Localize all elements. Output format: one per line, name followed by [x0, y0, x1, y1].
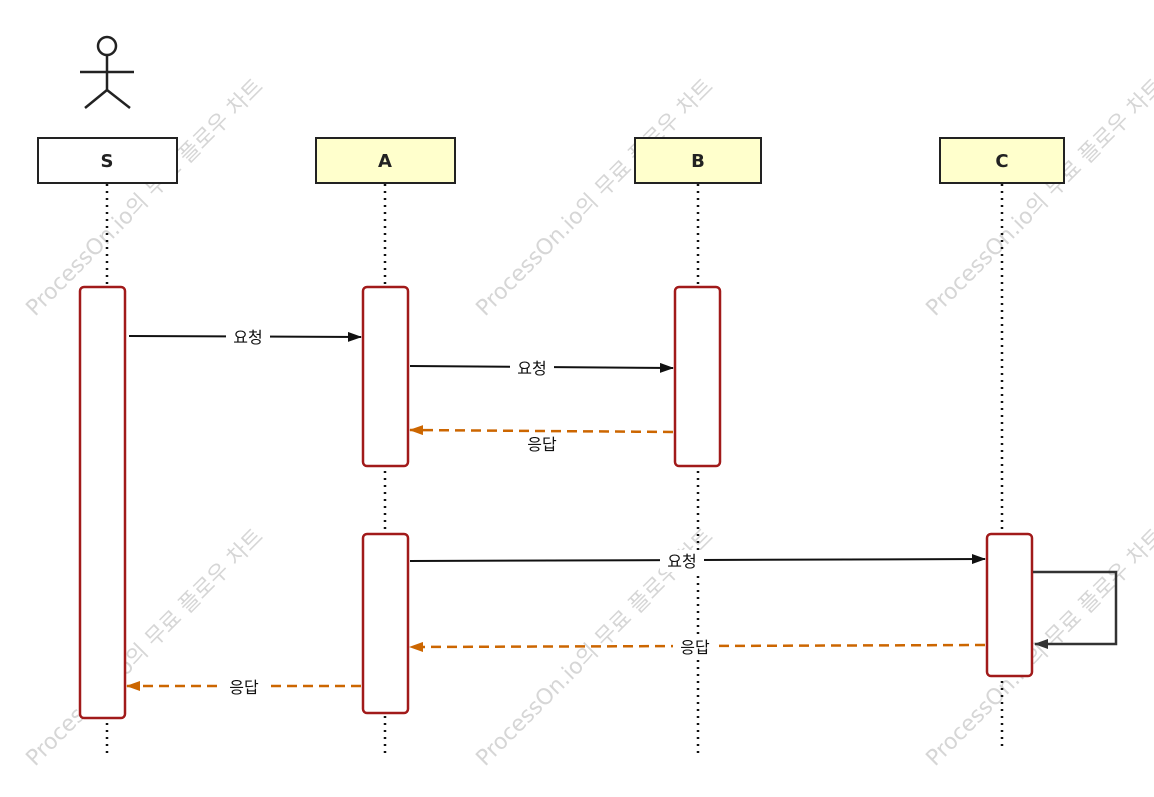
message-label: 응답	[229, 678, 259, 697]
activation-a-1[interactable]	[361, 285, 410, 468]
message-label: 요청	[667, 552, 696, 571]
message-label-bg	[520, 433, 564, 455]
message-label: 요청	[517, 359, 546, 378]
participant-label: S	[101, 151, 114, 172]
message-label-bg	[660, 550, 704, 572]
participant-c[interactable]: C	[939, 137, 1065, 184]
message-label: 응답	[527, 435, 557, 454]
activation-b[interactable]	[673, 285, 722, 468]
message-arrow-b-to-a[interactable]	[409, 425, 674, 436]
message-label-bg	[510, 357, 554, 379]
activation-s[interactable]	[78, 285, 127, 720]
participant-b[interactable]: B	[634, 137, 762, 184]
activation-c[interactable]	[985, 532, 1034, 678]
participant-label: A	[378, 151, 392, 172]
participant-s[interactable]: S	[37, 137, 178, 184]
participant-label: B	[691, 151, 705, 172]
message-label: 응답	[680, 638, 710, 657]
self-message-loop-c[interactable]	[1033, 570, 1118, 649]
message-label-bg	[673, 636, 717, 658]
participant-label: C	[995, 151, 1008, 172]
message-label-bg	[226, 326, 270, 348]
participant-a[interactable]: A	[315, 137, 456, 184]
message-label-bg	[222, 676, 266, 698]
message-label: 요청	[233, 328, 262, 347]
actor-figure-icon	[80, 35, 134, 109]
activation-a-2[interactable]	[361, 532, 410, 715]
